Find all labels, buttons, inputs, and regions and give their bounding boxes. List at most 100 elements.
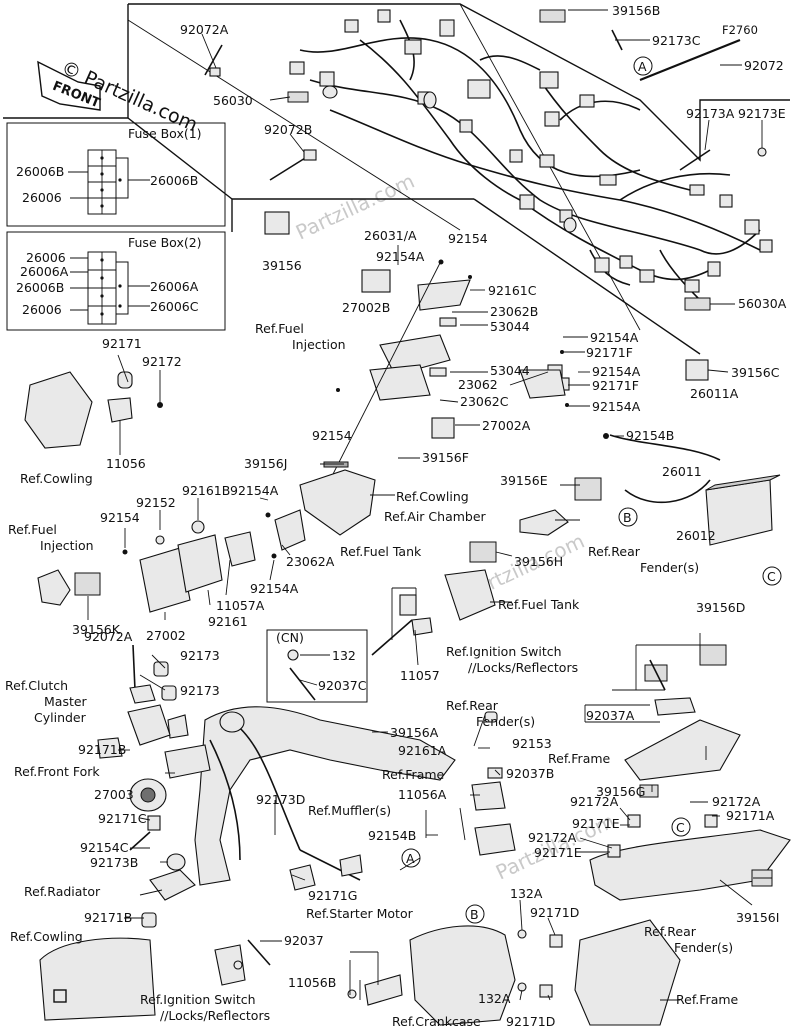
ref-label: Ref.Front Fork bbox=[14, 764, 100, 779]
harness-connector bbox=[539, 154, 555, 168]
callout-c bbox=[671, 817, 691, 837]
left-switch-parts bbox=[39, 644, 271, 1021]
part-label: 26012 bbox=[676, 528, 716, 543]
cn-part bbox=[287, 649, 299, 661]
part-label: 92154 bbox=[312, 428, 352, 443]
ref-label: Ref.RearFender(s) bbox=[588, 544, 699, 575]
cable-tie-head bbox=[209, 67, 221, 77]
callout-a bbox=[633, 56, 653, 76]
callout-c-label: C bbox=[767, 569, 776, 584]
bottom-parts bbox=[53, 919, 681, 1026]
part-label: 92161B bbox=[182, 483, 230, 498]
part-label: 92154B bbox=[626, 428, 674, 443]
harness-connector bbox=[404, 39, 422, 55]
callout-a-label: A bbox=[406, 851, 415, 866]
callout-c bbox=[762, 566, 782, 586]
part-label: 92154 bbox=[448, 231, 488, 246]
part-label: 92037 bbox=[284, 933, 324, 948]
part-label: 27002 bbox=[146, 628, 186, 643]
harness-connector bbox=[744, 219, 760, 235]
part-label: 92171G bbox=[308, 888, 357, 903]
part-label: 39156H bbox=[514, 554, 563, 569]
part-label: 27003 bbox=[94, 787, 134, 802]
harness-connector bbox=[289, 61, 305, 75]
part-label: 132A bbox=[510, 886, 543, 901]
part-label: 92173A bbox=[686, 106, 735, 121]
ref-label: Ref.Cowling bbox=[10, 929, 83, 944]
part-label: 39156B bbox=[612, 3, 660, 18]
part-label: 92154B bbox=[368, 828, 416, 843]
part-label: 39156F bbox=[422, 450, 469, 465]
part-label: 92172A bbox=[712, 794, 761, 809]
part-label: 92171 bbox=[102, 336, 142, 351]
harness-connector bbox=[619, 255, 633, 269]
ref-label: Ref.Frame bbox=[382, 767, 445, 782]
cable-tie bbox=[269, 154, 311, 181]
cn-label: (CN) bbox=[276, 630, 304, 645]
part-label: 92154C bbox=[80, 840, 129, 855]
center-cowling-bracket bbox=[299, 461, 602, 536]
part-label: 27002B bbox=[342, 300, 390, 315]
harness-connector bbox=[319, 71, 335, 87]
part-label: 92154A bbox=[592, 399, 641, 414]
harness-frame-line bbox=[3, 4, 129, 119]
harness-connector bbox=[594, 257, 610, 273]
part-label: 92037C bbox=[318, 678, 367, 693]
harness-connector bbox=[539, 71, 559, 89]
harness-connector bbox=[707, 261, 721, 277]
ref-label-line: Ref.Fuel bbox=[255, 321, 304, 336]
fuse-box-1: Fuse Box(1) 26006B 26006B 26006 bbox=[6, 122, 226, 227]
ref-labels: Ref.Fuel Injection Ref.Cowling Ref.Cowli… bbox=[5, 321, 739, 1029]
cowling-bracket bbox=[24, 371, 163, 449]
harness-frame-line bbox=[128, 3, 790, 162]
harness-connector bbox=[599, 174, 617, 186]
part-label: 11056 bbox=[106, 456, 146, 471]
label-sticker bbox=[287, 91, 309, 103]
part-label: 11057A bbox=[216, 598, 265, 613]
part-label: 92171D bbox=[506, 1014, 555, 1029]
part-label: 23062B bbox=[490, 304, 538, 319]
front-arrow: FRONT bbox=[37, 60, 102, 111]
ref-label: Ref.Starter Motor bbox=[306, 906, 414, 921]
part-label: 92037A bbox=[586, 708, 635, 723]
fuse-label: 26006 bbox=[26, 250, 66, 265]
harness-connector bbox=[579, 94, 595, 108]
cn-parts-box bbox=[266, 629, 368, 703]
part-label: 27002A bbox=[482, 418, 531, 433]
ref-label: Ref.Radiator bbox=[24, 884, 101, 899]
callout-b-label: B bbox=[623, 510, 632, 525]
cable-tie-head bbox=[303, 149, 317, 161]
part-label: 92173 bbox=[180, 648, 220, 663]
cn-part bbox=[289, 667, 316, 701]
leader-lines bbox=[87, 9, 772, 1001]
part-label: 92172 bbox=[142, 354, 182, 369]
cable-tie bbox=[639, 38, 741, 82]
label-sticker bbox=[684, 297, 711, 311]
part-label: 92161A bbox=[398, 743, 447, 758]
harness-connector bbox=[544, 111, 560, 127]
part-label: 92173B bbox=[90, 855, 138, 870]
clamp-part bbox=[264, 211, 290, 235]
fuse-label: 26006C bbox=[150, 299, 199, 314]
part-label: 26011A bbox=[690, 386, 739, 401]
fuse-box-2: Fuse Box(2) 26006 26006A 26006B 26006 26… bbox=[6, 231, 226, 331]
part-label: 92154A bbox=[590, 330, 639, 345]
harness-frame-line bbox=[127, 117, 233, 200]
ref-label: Ref.Fuel Injection bbox=[255, 321, 346, 352]
part-label: 39156I bbox=[736, 910, 779, 925]
part-label: 92161 bbox=[208, 614, 248, 629]
part-label: 92161C bbox=[488, 283, 537, 298]
harness-connector bbox=[689, 184, 705, 196]
main-wiring-harness bbox=[289, 9, 773, 301]
callout-b-label: B bbox=[470, 907, 479, 922]
cable-tie bbox=[679, 149, 711, 171]
part-label: 26011 bbox=[662, 464, 702, 479]
part-label: 92171D bbox=[530, 905, 579, 920]
callout-a-label: A bbox=[638, 59, 647, 74]
part-label: 92171F bbox=[586, 345, 633, 360]
part-label: 92173 bbox=[180, 683, 220, 698]
part-label: 39156D bbox=[696, 600, 745, 615]
harness-connector bbox=[519, 194, 535, 210]
